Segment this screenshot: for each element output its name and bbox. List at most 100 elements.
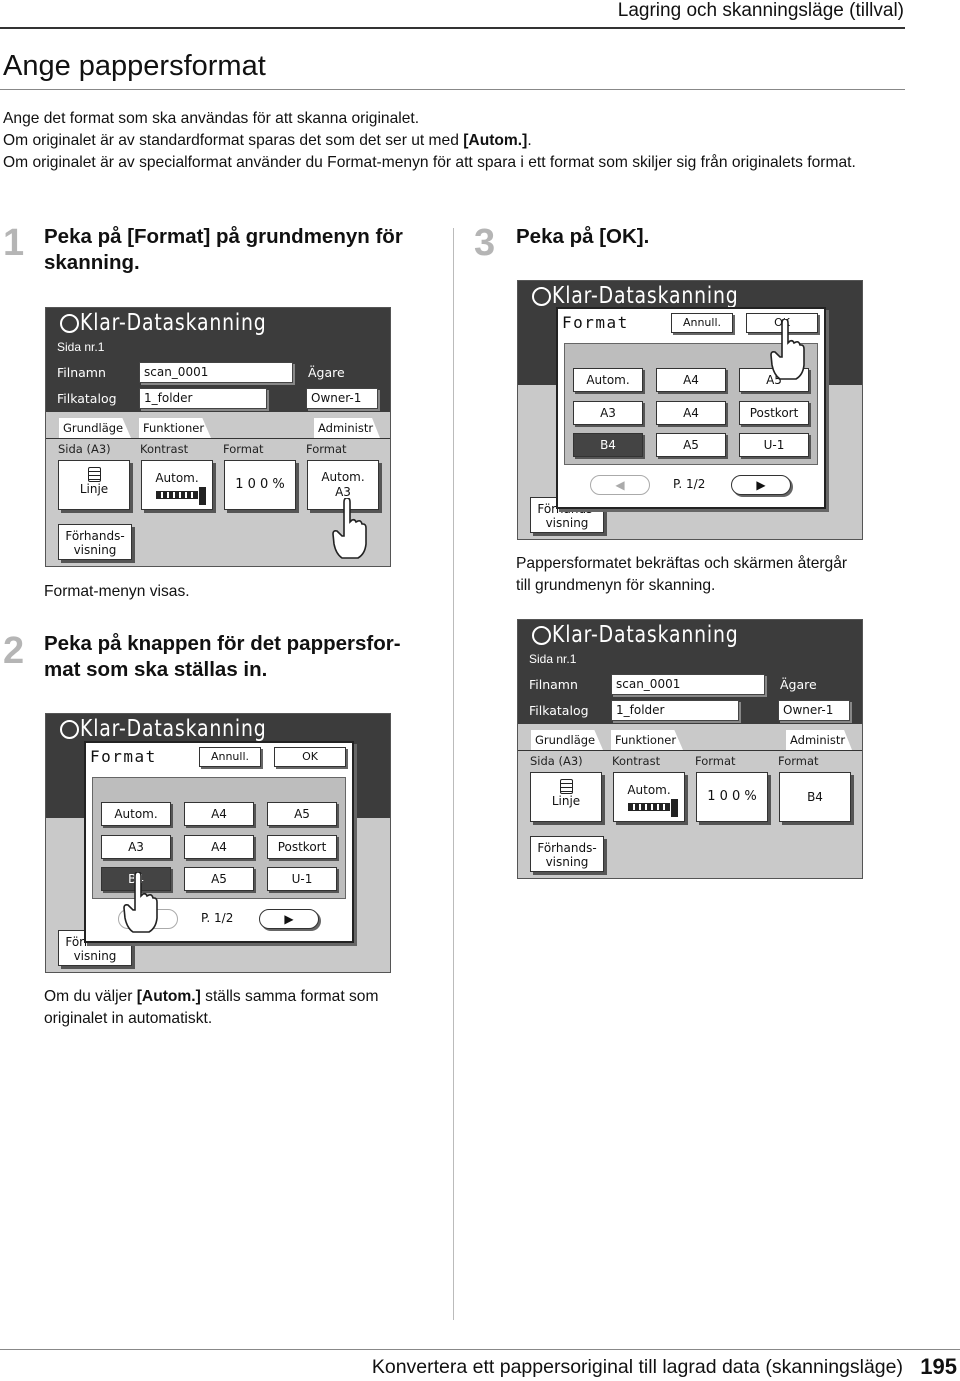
mode-button[interactable]: Linje: [530, 772, 602, 822]
format-grid: Autom. A4 A5 A3 A4 Postkort B4 A5 U-1: [564, 343, 818, 465]
screen-title: Klar-Dataskanning: [552, 622, 739, 648]
format-label: Format: [778, 754, 819, 768]
format-a3-button[interactable]: A3: [573, 401, 643, 425]
cancel-button[interactable]: Annull.: [671, 313, 733, 333]
pointing-hand-icon: [332, 498, 367, 559]
format-postcard-button[interactable]: Postkort: [267, 835, 337, 859]
contrast-button[interactable]: Autom.: [613, 772, 685, 822]
owner-field[interactable]: Owner-1: [306, 388, 378, 409]
page-number: Sida nr.1: [57, 340, 105, 354]
contrast-value: Autom.: [627, 783, 671, 797]
format-u1-button[interactable]: U-1: [267, 867, 337, 891]
popup-title: Format: [562, 313, 629, 332]
folder-field[interactable]: 1_folder: [139, 388, 267, 409]
format-autom-button[interactable]: Autom.: [573, 368, 643, 392]
ok-button[interactable]: OK: [274, 747, 346, 767]
scan-screen: Klar-Dataskanning Förhands-visning Forma…: [517, 280, 863, 540]
format-a4r-button[interactable]: A4: [184, 835, 254, 859]
ready-icon: [60, 314, 79, 333]
mode-button[interactable]: Linje: [58, 460, 130, 510]
format-a5-button[interactable]: A5: [184, 867, 254, 891]
format-a3-button[interactable]: A3: [101, 835, 171, 859]
header-rule: [0, 27, 905, 29]
tab-basic[interactable]: Grundläge: [59, 418, 131, 438]
owner-field[interactable]: Owner-1: [778, 700, 850, 721]
mode-label: Linje: [551, 794, 581, 808]
format-b4-button[interactable]: B4: [573, 433, 643, 457]
side-label: Sida (A3): [530, 754, 583, 768]
tab-admin[interactable]: Administr: [314, 418, 380, 438]
tab-admin[interactable]: Administr: [786, 730, 852, 750]
format-autom-button[interactable]: Autom.: [101, 802, 171, 826]
ready-icon: [532, 626, 551, 645]
format-a4r-button[interactable]: A4: [656, 401, 726, 425]
tab-functions[interactable]: Funktioner: [611, 730, 683, 750]
contrast-bar: [628, 803, 670, 811]
document-icon: [87, 467, 101, 482]
format-u1-button[interactable]: U-1: [739, 433, 809, 457]
screen-title: Klar-Dataskanning: [80, 310, 267, 336]
cancel-button[interactable]: Annull.: [199, 747, 261, 767]
ready-icon: [532, 287, 551, 306]
page-indicator: P. 1/2: [673, 477, 706, 491]
format-size: A3: [335, 485, 351, 499]
pointing-hand-icon: [770, 319, 805, 380]
step-note: Pappersformatet bekräftas och skärmen åt…: [516, 555, 848, 594]
footer-rule: [0, 1349, 960, 1350]
next-page-button[interactable]: ▶: [259, 909, 319, 929]
side-label: Sida (A3): [58, 442, 111, 456]
section-header: Lagring och skanningsläge (tillval): [617, 0, 904, 21]
scan-screen: Klar-Dataskanning Sida nr.1 Filnamn scan…: [517, 619, 863, 879]
format-value: Autom.: [321, 470, 365, 484]
format-a4-button[interactable]: A4: [184, 802, 254, 826]
popup-title: Format: [90, 747, 157, 766]
ready-icon: [60, 720, 79, 739]
preview-button[interactable]: Förhands-visning: [530, 836, 604, 872]
contrast-button[interactable]: Autom.: [141, 460, 213, 510]
screen-title-bar: Klar-Dataskanning Sida nr.1: [518, 620, 862, 670]
preview-button[interactable]: Förhands-visning: [58, 524, 132, 560]
filename-label: Filnamn: [529, 677, 578, 692]
title-rule: [0, 89, 905, 90]
format-button[interactable]: B4: [779, 772, 851, 822]
format-a4-button[interactable]: A4: [656, 368, 726, 392]
format-button[interactable]: Autom. A3: [307, 460, 379, 510]
tab-functions[interactable]: Funktioner: [139, 418, 211, 438]
next-page-button[interactable]: ▶: [731, 475, 791, 495]
step-number: 3: [474, 222, 496, 264]
filename-label: Filnamn: [57, 365, 106, 380]
scan-screen: Klar-Dataskanning Sida nr.1 Filnamn scan…: [45, 307, 391, 567]
format-postcard-button[interactable]: Postkort: [739, 401, 809, 425]
mode-label: Linje: [79, 482, 109, 496]
folder-field[interactable]: 1_folder: [611, 700, 739, 721]
format-a5r-button[interactable]: A5: [267, 802, 337, 826]
step-note: Om du väljer [Autom.] ställs samma forma…: [44, 988, 379, 1027]
contrast-marker: [671, 799, 678, 817]
step-text: Peka på [OK].: [516, 225, 650, 248]
document-icon: [559, 779, 573, 794]
filename-field[interactable]: scan_0001: [139, 362, 293, 383]
folder-label: Filkatalog: [529, 703, 589, 718]
page-number-footer: 195: [920, 1354, 957, 1379]
format-popup: Format Annull. OK Autom. A4 A5 A3 A4 Pos…: [556, 307, 826, 509]
format-a5-button[interactable]: A5: [656, 433, 726, 457]
page-indicator: P. 1/2: [201, 911, 234, 925]
prev-page-button[interactable]: ◀: [590, 475, 650, 495]
contrast-label: Kontrast: [140, 442, 189, 456]
contrast-value: Autom.: [155, 471, 199, 485]
page-number: Sida nr.1: [529, 652, 577, 666]
pointing-hand-icon: [123, 872, 158, 933]
column-divider: [453, 228, 454, 1320]
zoom-button[interactable]: 1 0 0 %: [224, 460, 296, 510]
owner-label: Ägare: [308, 365, 345, 380]
zoom-button[interactable]: 1 0 0 %: [696, 772, 768, 822]
contrast-marker: [199, 487, 206, 505]
owner-label: Ägare: [780, 677, 817, 692]
tab-basic[interactable]: Grundläge: [531, 730, 603, 750]
folder-label: Filkatalog: [57, 391, 117, 406]
contrast-bar: [156, 491, 198, 499]
screen-title-bar: Klar-Dataskanning Sida nr.1: [46, 308, 390, 358]
tab-divider: [518, 750, 862, 751]
filename-field[interactable]: scan_0001: [611, 674, 765, 695]
intro-text: Ange det format som ska användas för att…: [3, 110, 856, 171]
